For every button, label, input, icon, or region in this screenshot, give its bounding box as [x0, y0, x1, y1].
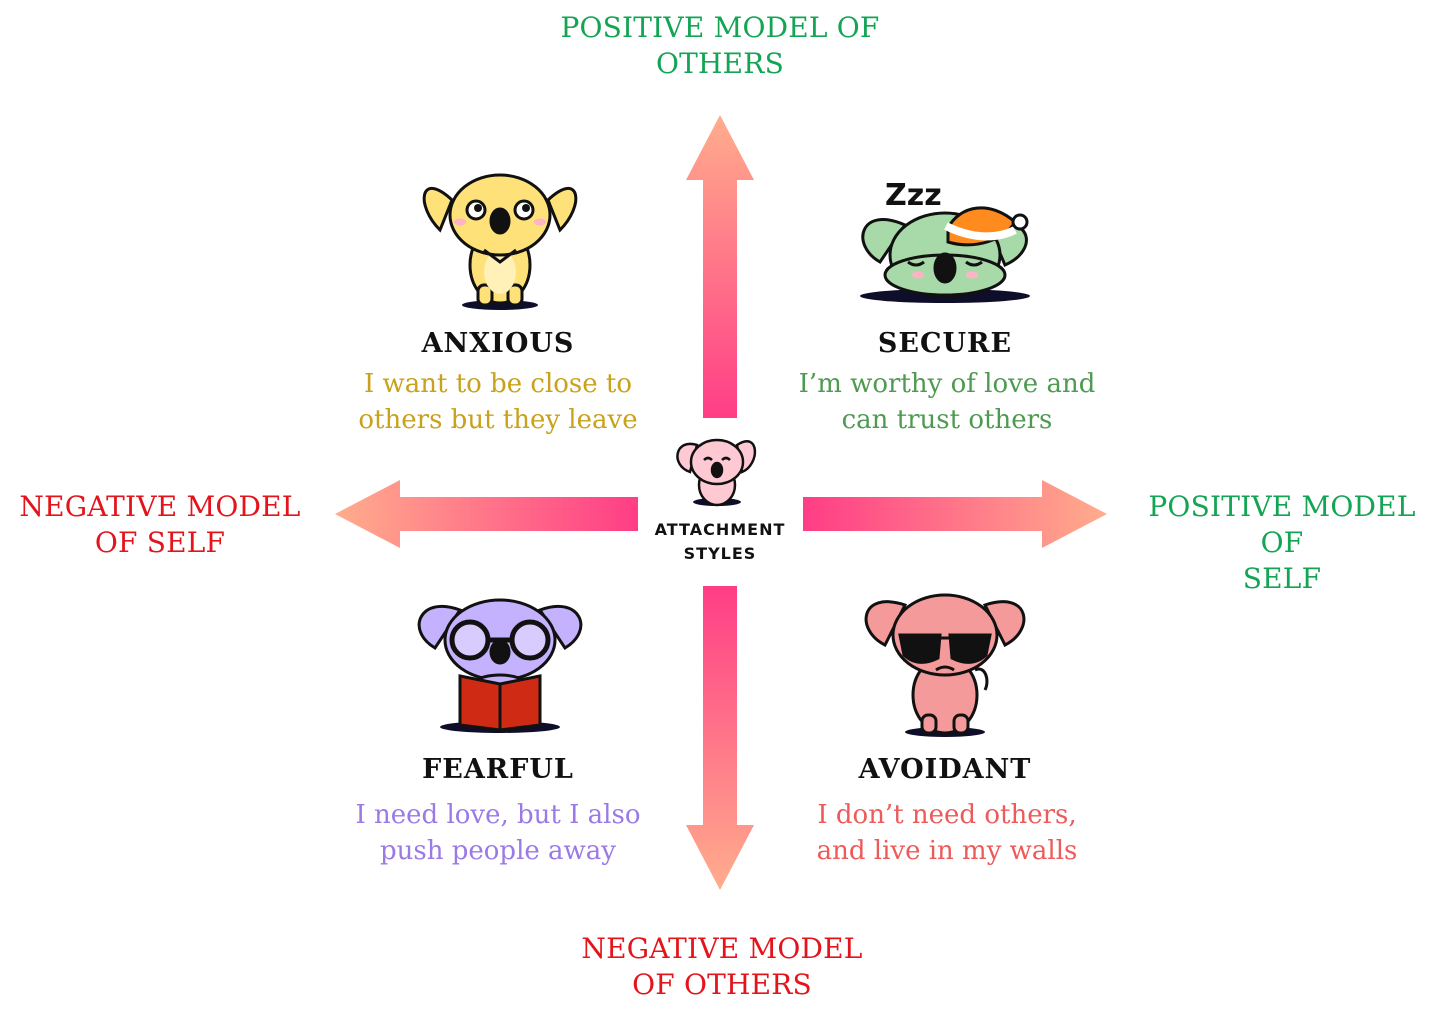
avoidant-description-line-1: I don’t need others,: [817, 800, 1077, 830]
secure-description-line-1: I’m worthy of love and: [798, 369, 1096, 399]
fearful-koala-icon: [417, 598, 583, 733]
anxious-title: ANXIOUS: [421, 328, 575, 359]
avoidant-koala-icon: [864, 593, 1026, 737]
fearful-description-line-2: push people away: [380, 836, 616, 866]
anxious-description-line-2: others but they leave: [358, 405, 638, 435]
anxious-description: I want to be close to others but they le…: [318, 366, 678, 438]
center-label-line-1: ATTACHMENT: [654, 520, 786, 539]
secure-description-line-2: can trust others: [841, 405, 1053, 435]
arrow-up: [686, 115, 754, 418]
axis-label-left-line-1: NEGATIVE MODEL: [19, 490, 301, 523]
anxious-description-line-1: I want to be close to: [363, 369, 633, 399]
axis-label-bottom: NEGATIVE MODEL OF OTHERS: [522, 931, 922, 1003]
axis-label-right-line-2: SELF: [1242, 562, 1322, 595]
fearful-description-line-1: I need love, but I also: [355, 800, 641, 830]
arrow-down: [686, 586, 754, 890]
fearful-description: I need love, but I also push people away: [318, 797, 678, 869]
arrow-left: [335, 480, 638, 548]
axis-label-top-line-1: POSITIVE MODEL OF: [560, 11, 880, 44]
center-label: ATTACHMENT STYLES: [630, 518, 810, 566]
axis-label-top: POSITIVE MODEL OF OTHERS: [520, 10, 920, 82]
axis-label-right: POSITIVE MODEL OF SELF: [1124, 489, 1440, 597]
axis-label-top-line-2: OTHERS: [656, 47, 784, 80]
avoidant-description: I don’t need others, and live in my wall…: [767, 797, 1127, 869]
anxious-koala-icon: [422, 173, 578, 310]
axis-label-bottom-line-1: NEGATIVE MODEL: [581, 932, 863, 965]
axis-label-left: NEGATIVE MODEL OF SELF: [10, 489, 310, 561]
arrow-right: [803, 480, 1107, 548]
axis-label-bottom-line-2: OF OTHERS: [632, 968, 812, 1001]
center-label-line-2: STYLES: [683, 544, 757, 563]
fearful-title: FEARFUL: [422, 754, 574, 785]
secure-koala-icon: [860, 206, 1030, 303]
center-koala-icon: [676, 438, 757, 507]
secure-description: I’m worthy of love and can trust others: [767, 366, 1127, 438]
secure-title: SECURE: [877, 328, 1013, 359]
axis-label-right-line-1: POSITIVE MODEL OF: [1148, 490, 1416, 559]
avoidant-description-line-2: and live in my walls: [816, 836, 1078, 866]
avoidant-title: AVOIDANT: [858, 754, 1032, 785]
sleep-zzz-text: Zzz: [885, 178, 942, 213]
axis-label-left-line-2: OF SELF: [94, 526, 226, 559]
